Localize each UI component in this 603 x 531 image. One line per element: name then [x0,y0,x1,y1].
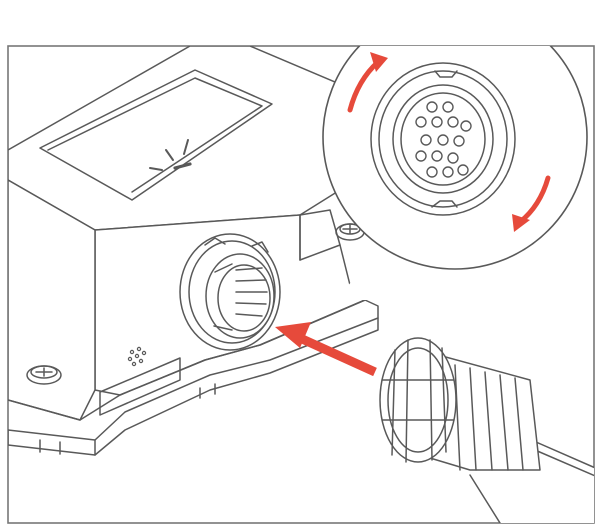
label-plate [99,357,181,416]
mounting-screw-left [26,365,62,385]
speaker-grille [127,346,147,367]
insert-arrow-icon [275,322,377,377]
curved-arrow-clockwise-icon [512,175,551,232]
detail-magnifier [322,46,588,300]
curved-arrow-clockwise-icon [347,52,388,113]
detail-connector-outer-ring [370,62,516,216]
connector-pins [415,101,472,178]
status-light-rays-icon [149,139,192,171]
cable-plug [379,337,594,523]
device-connector-socket [179,233,281,351]
